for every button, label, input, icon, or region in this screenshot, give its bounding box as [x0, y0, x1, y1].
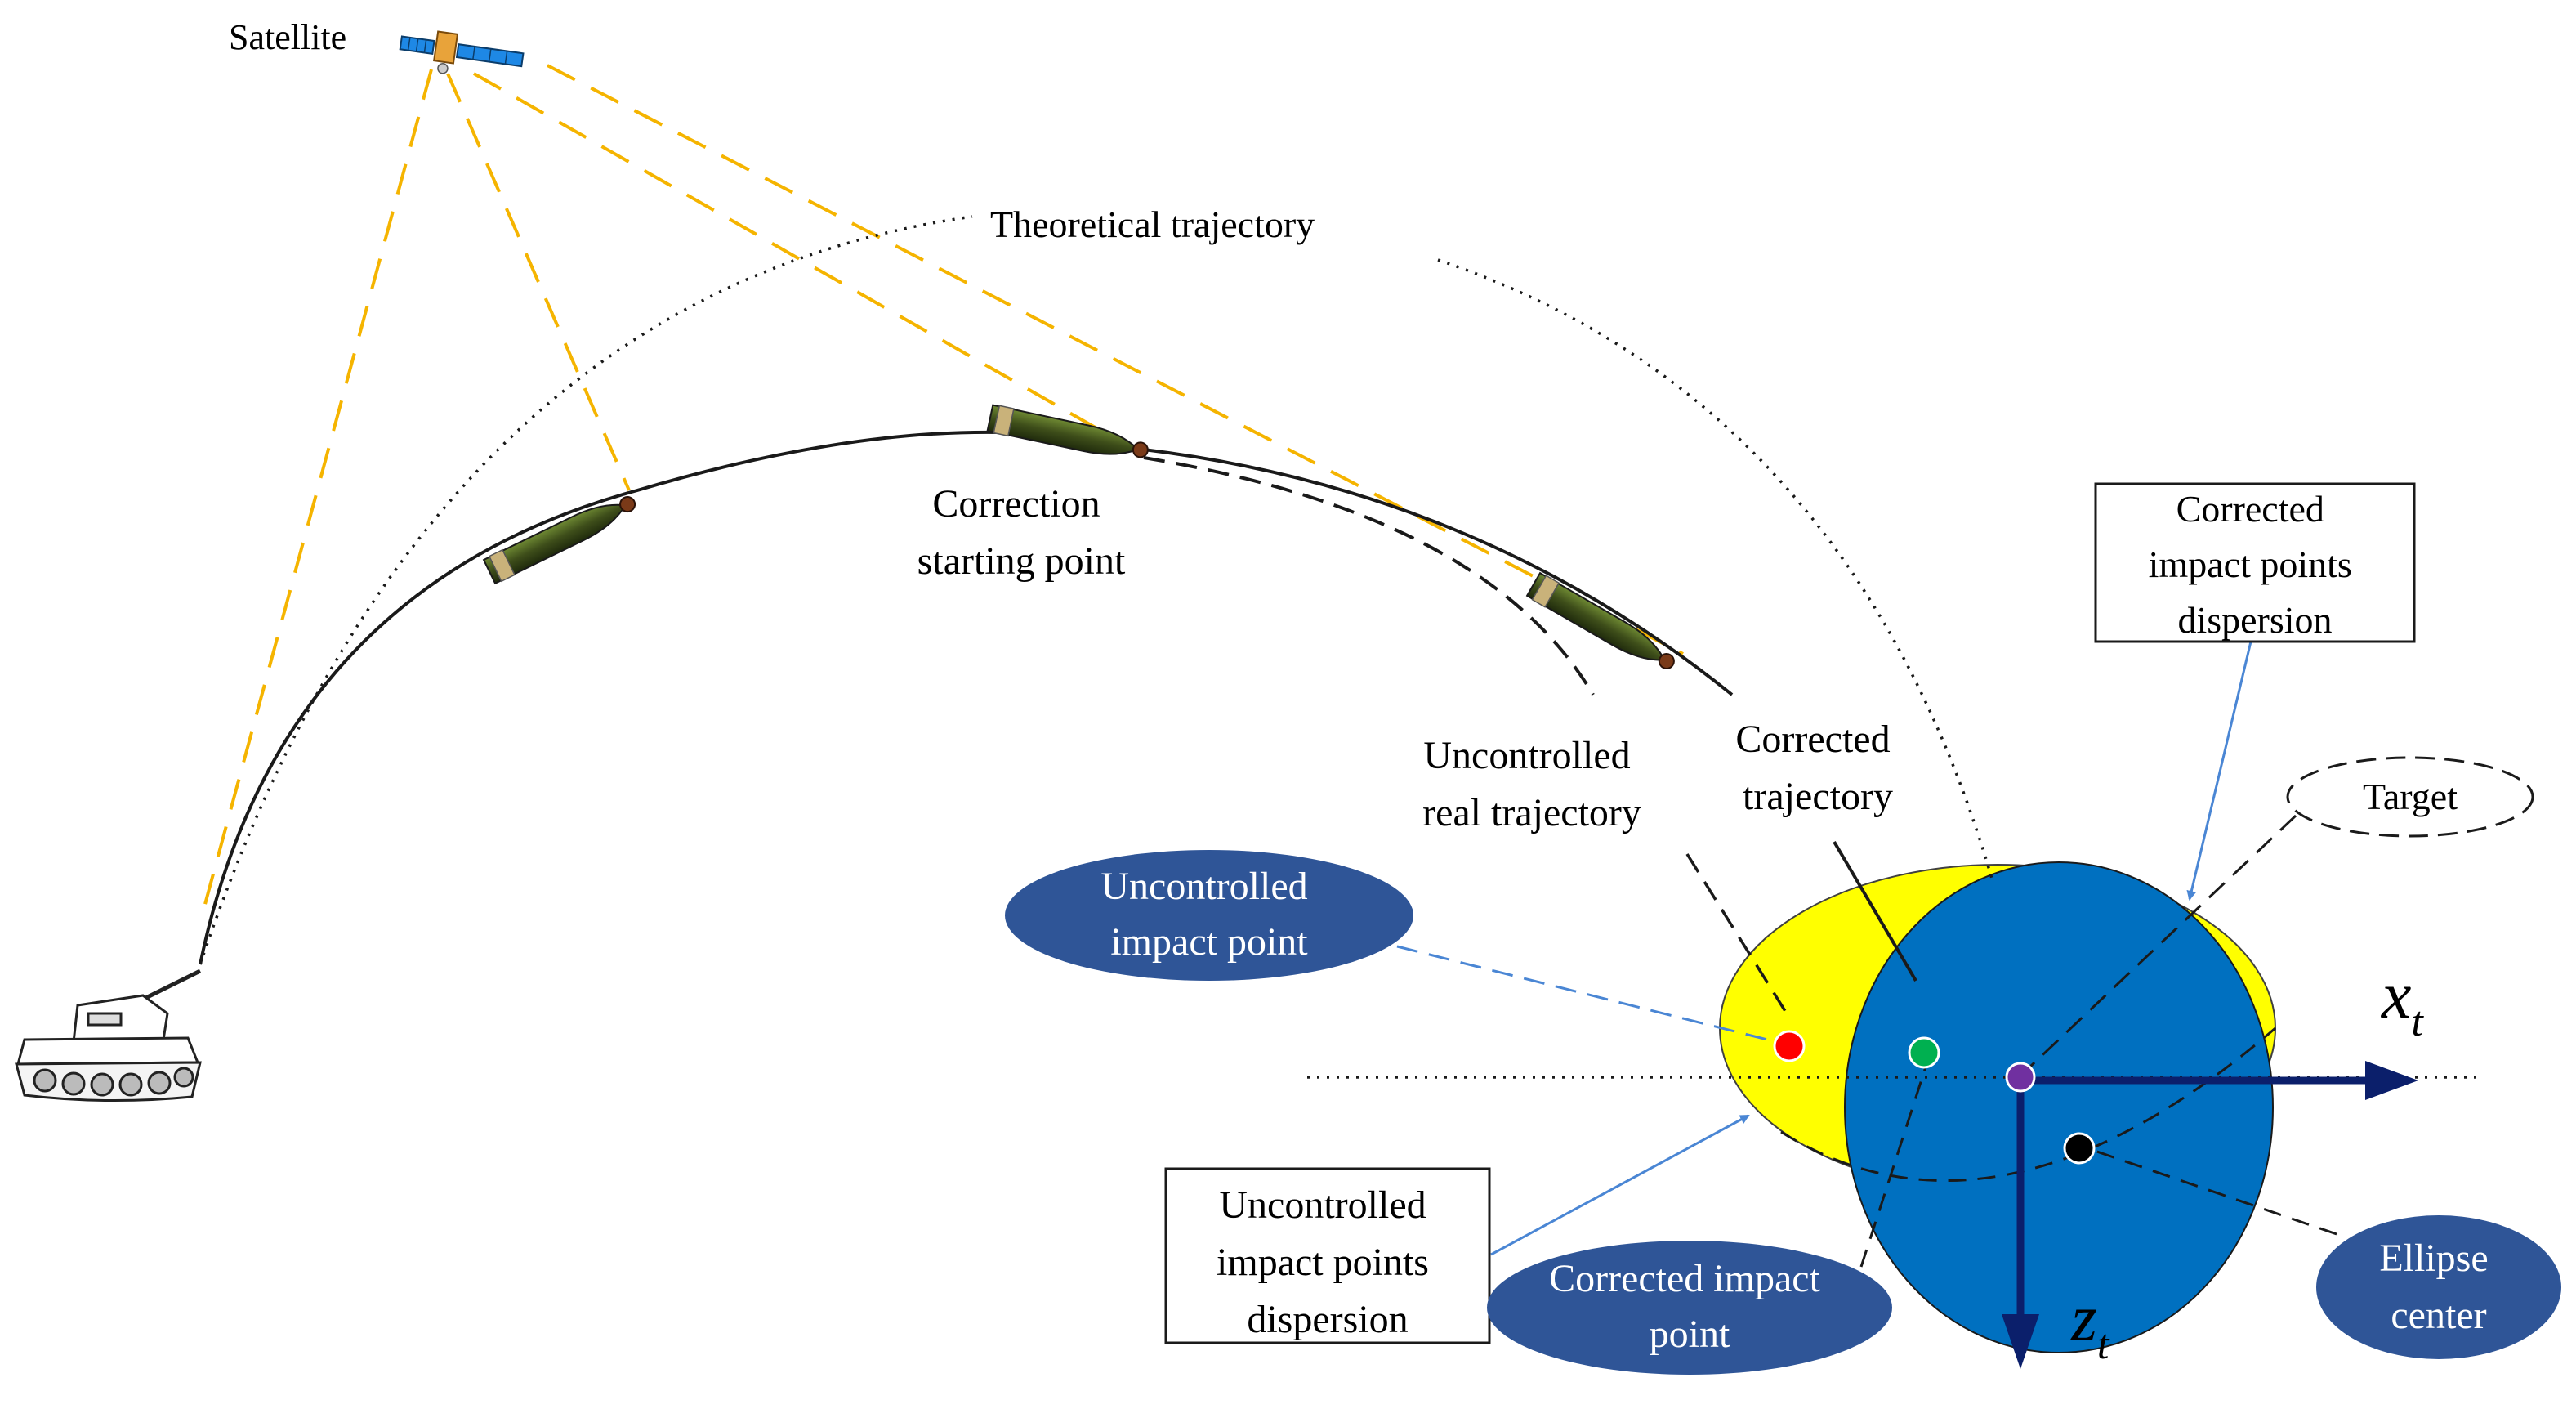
target-label: Target [2363, 776, 2458, 817]
uncontrolled-impact-callout [1005, 850, 1413, 981]
ellipse-center-callout [2316, 1215, 2561, 1359]
correction-starting-point-label: Correction starting point [917, 482, 1126, 583]
corrected-trajectory-leader [1833, 840, 1917, 982]
uncontrolled-dispersion-label: Uncontrolled impact points dispersion [1217, 1183, 1439, 1341]
real-trajectory-line [199, 430, 1145, 965]
uncontrolled-trajectory-label: Uncontrolled real trajectory [1422, 734, 1641, 834]
z-axis-arrowhead [2002, 1314, 2039, 1369]
uncontrolled-impact-leader [1396, 945, 1778, 1044]
uncontrolled-impact-label: Uncontrolled impact point [1100, 865, 1317, 964]
target-point [2005, 1062, 2036, 1093]
corrected-trajectory-label: Corrected trajectory [1735, 718, 1900, 818]
uncontrolled-dispersion-box [1164, 1167, 1491, 1344]
corrected-trajectory-line [1143, 448, 1734, 696]
corrected-dispersion-box [2094, 482, 2416, 643]
satellite-sight-lines [203, 64, 1684, 908]
ellipse-center-point [2063, 1132, 2096, 1165]
theoretical-trajectory-label: Theoretical trajectory [990, 204, 1315, 245]
target-leader [2029, 814, 2297, 1068]
yellow-ellipse-hidden-edge [1780, 1027, 2276, 1183]
shell-icon [1525, 571, 1681, 678]
tank-icon [15, 968, 202, 1103]
satellite-icon [399, 30, 525, 74]
ellipse-center-label: Ellipse center [2379, 1237, 2498, 1337]
shell-icon [482, 487, 641, 585]
corrected-impact-callout [1487, 1241, 1892, 1375]
uncontrolled-impact-point [1773, 1030, 1806, 1062]
ellipse-center-leader [2087, 1147, 2337, 1236]
corrected-dispersion-pointer [2186, 641, 2252, 901]
corrected-dispersion-label: Corrected impact points dispersion [2149, 488, 2362, 641]
corrected-impact-point [1908, 1036, 1940, 1069]
satellite-label: Satellite [229, 17, 346, 57]
x-axis-arrowhead [2365, 1061, 2418, 1100]
uncontrolled-trajectory-line [1143, 456, 1595, 696]
target-callout [2286, 756, 2534, 838]
uncontrolled-dispersion-pointer [1490, 1114, 1750, 1256]
corrected-dispersion-ellipse [1844, 861, 2274, 1353]
theoretical-trajectory-line [199, 215, 973, 965]
corrected-impact-leader [1859, 1053, 1931, 1268]
z-axis-label: zt [2070, 1281, 2110, 1368]
corrected-impact-label: Corrected impact point [1549, 1257, 1830, 1356]
x-axis-label: xt [2381, 958, 2424, 1045]
shell-icon [986, 403, 1152, 466]
